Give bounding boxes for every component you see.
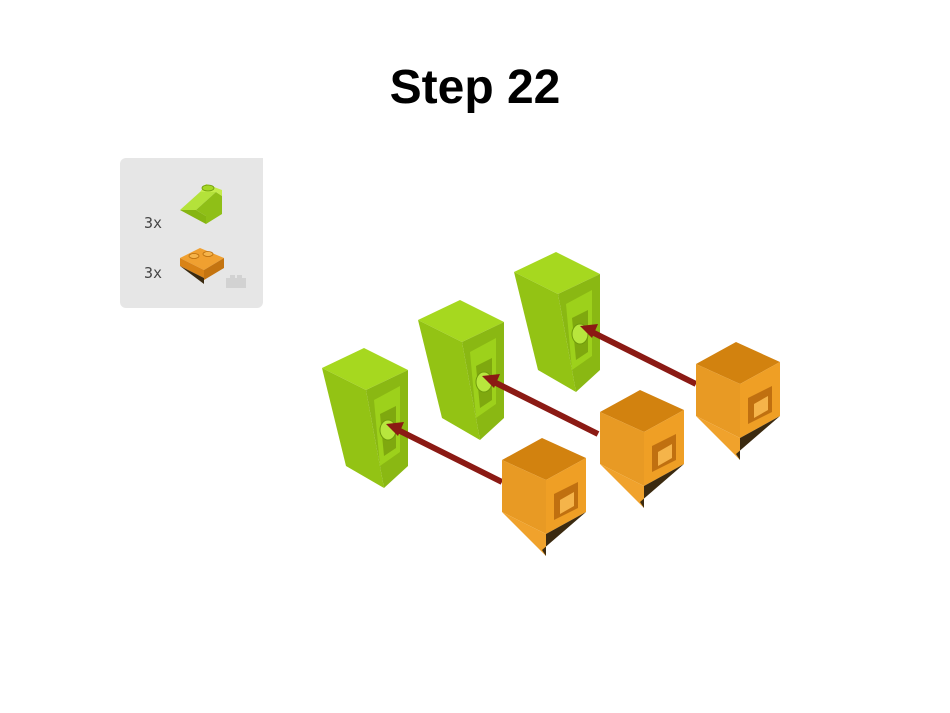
assembly-arrow-3 [586, 327, 698, 387]
parts-list-panel: 3x 3x [120, 158, 263, 308]
step-title: Step 22 [389, 61, 561, 114]
assembly-arrow-2 [488, 377, 600, 437]
assembly-arrow-1 [392, 425, 504, 485]
lime-slope-brick-2 [417, 299, 505, 441]
orange-inverted-slope-brick-2 [600, 390, 684, 508]
lime-slope-brick-1 [321, 347, 409, 489]
parts-list-item: 3x [120, 240, 263, 290]
assembly-arrow-3-head [580, 324, 598, 338]
part-quantity: 3x [144, 214, 163, 232]
orange-inverted-slope-brick-icon [180, 248, 224, 284]
part-quantity: 3x [144, 264, 163, 282]
orange-inverted-slope-brick-3 [696, 342, 780, 460]
orange-inverted-slope-brick-1 [502, 438, 586, 556]
parts-list-item: 3x [120, 180, 263, 232]
lime-slope-brick-icon [180, 184, 222, 224]
brick-outline-icon [226, 275, 246, 288]
assembly-arrow-2-head [482, 374, 500, 388]
assembly-arrow-1-head [386, 422, 404, 436]
lime-slope-brick-3 [513, 251, 601, 393]
